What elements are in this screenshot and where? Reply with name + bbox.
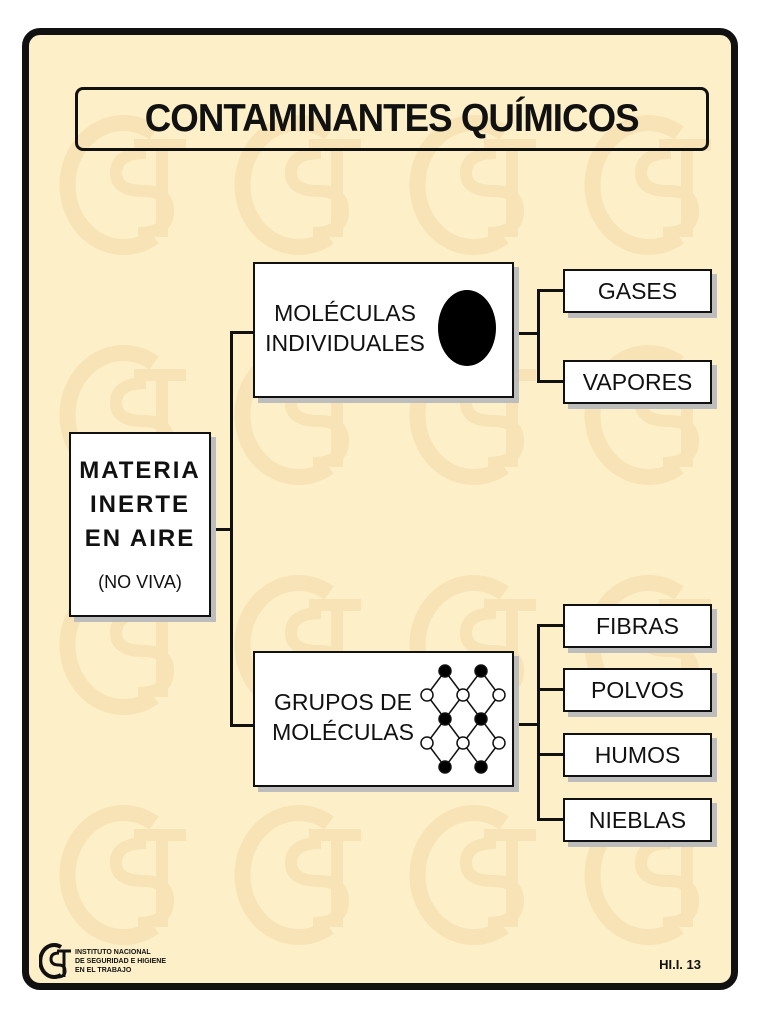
node-label: GRUPOS DE MOLÉCULAS: [263, 687, 423, 747]
node-grupos-de-moleculas: GRUPOS DE MOLÉCULAS: [253, 651, 514, 787]
root-line-3: EN AIRE: [84, 525, 196, 552]
bottom-children-vertical: [537, 624, 540, 820]
leaf-polvos: POLVOS: [563, 668, 712, 712]
leaf-label: POLVOS: [591, 676, 684, 703]
leaf-gases: GASES: [563, 269, 712, 313]
footer-org-line-2: DE SEGURIDAD E HIGIENE: [75, 958, 167, 965]
root-line-1: MATERIA: [79, 457, 201, 484]
node-label-line-2: INDIVIDUALES: [265, 330, 425, 356]
root-line-2: INERTE: [89, 491, 190, 518]
molecule-lattice-icon: [420, 664, 506, 774]
leaf-label: NIEBLAS: [588, 806, 687, 833]
bottom-child-link-2: [537, 688, 563, 691]
watermark-logo-icon: [409, 115, 536, 255]
leaf-vapores: VAPORES: [563, 360, 712, 404]
leaf-fibras: FIBRAS: [563, 604, 712, 648]
trunk-vertical: [230, 331, 233, 727]
bottom-child-link-4: [537, 818, 563, 821]
page-title: CONTAMINANTES QUÍMICOS: [145, 97, 640, 140]
root-node-subtitle: (NO VIVA): [98, 572, 182, 592]
slide-frame: CONTAMINANTES QUÍMICOS MATERIA INERTE EN…: [22, 28, 738, 990]
leaf-label: FIBRAS: [595, 612, 680, 639]
top-child-link-1: [537, 289, 563, 292]
leaf-label: GASES: [597, 277, 678, 304]
leaf-nieblas: NIEBLAS: [563, 798, 712, 842]
leaf-label: VAPORES: [582, 368, 693, 395]
watermark-logo-icon: [409, 805, 536, 945]
branch-top: [230, 331, 254, 334]
footer-institute-name: INSTITUTO NACIONAL DE SEGURIDAD E HIGIEN…: [75, 948, 166, 975]
node-label: MOLÉCULAS INDIVIDUALES: [265, 298, 425, 358]
watermark-logo-icon: [234, 805, 361, 945]
leaf-humos: HUMOS: [563, 733, 712, 777]
top-child-link-2: [537, 380, 563, 383]
node-label-line-1: MOLÉCULAS: [274, 300, 416, 326]
leaf-label: HUMOS: [594, 741, 681, 768]
footer-slide-code: HI.I. 13: [659, 957, 701, 972]
node-label-line-2: MOLÉCULAS: [272, 719, 414, 745]
top-children-vertical: [537, 289, 540, 382]
watermark-logo-icon: [59, 115, 186, 255]
title-box: CONTAMINANTES QUÍMICOS: [75, 87, 709, 151]
top-out-connector: [513, 332, 539, 335]
footer-org-line-1: INSTITUTO NACIONAL: [75, 949, 151, 956]
root-node-materia: MATERIA INERTE EN AIRE (NO VIVA): [69, 432, 211, 617]
branch-bottom: [230, 724, 254, 727]
root-connector: [210, 528, 232, 531]
watermark-logo-icon: [59, 805, 186, 945]
bottom-child-link-3: [537, 753, 563, 756]
single-molecule-icon: [438, 290, 496, 366]
node-moleculas-individuales: MOLÉCULAS INDIVIDUALES: [253, 262, 514, 398]
bottom-out-connector: [513, 723, 539, 726]
node-label-line-1: GRUPOS DE: [273, 689, 413, 715]
footer-org-line-3: EN EL TRABAJO: [75, 967, 132, 974]
bottom-child-link-1: [537, 624, 563, 627]
root-node-title: MATERIA INERTE EN AIRE: [71, 454, 209, 556]
watermark-logo-icon: [234, 115, 361, 255]
institute-logo-icon: [39, 943, 71, 979]
